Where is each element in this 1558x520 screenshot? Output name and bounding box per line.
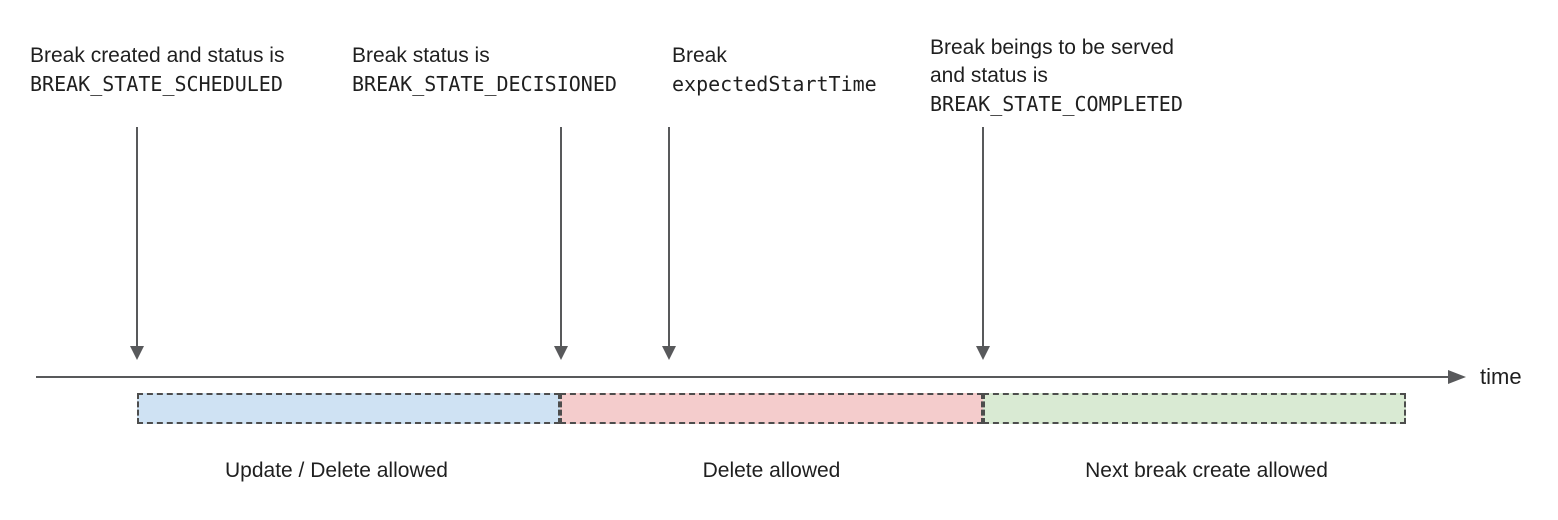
down-arrow-icon [662,127,676,360]
arrowhead-icon [130,346,144,360]
segment-next-break-create-allowed [983,393,1406,424]
annotation-line: Break created and status is [30,44,285,67]
annotation-line: Break status is [352,44,490,67]
annotation-state-code: BREAK_STATE_DECISIONED [352,72,617,96]
down-arrow-icon [976,127,990,360]
annotation-line: Break [672,44,727,67]
annotation-break-decisioned: Break status is BREAK_STATE_DECISIONED [352,42,617,98]
segment-delete-allowed [560,393,983,424]
down-arrow-icon [130,127,144,360]
annotation-line: and status is [930,64,1048,87]
time-axis-label: time [1480,364,1522,389]
arrowhead-icon [662,346,676,360]
annotation-line: Break beings to be served [930,36,1174,59]
annotation-field-code: expectedStartTime [672,72,877,96]
arrowhead-icon [554,346,568,360]
annotation-expected-start-time: Break expectedStartTime [672,42,877,98]
segment-label: Delete allowed [702,459,841,482]
time-axis-line [36,376,1448,378]
arrowhead-icon [976,346,990,360]
segment-update-delete-allowed [137,393,560,424]
annotation-state-code: BREAK_STATE_SCHEDULED [30,72,283,96]
annotation-state-code: BREAK_STATE_COMPLETED [930,92,1183,116]
down-arrow-icon [554,127,568,360]
annotation-break-completed: Break beings to be served and status is … [930,34,1183,118]
segment-label: Update / Delete allowed [225,459,448,482]
annotation-break-scheduled: Break created and status is BREAK_STATE_… [30,42,284,98]
segment-label: Next break create allowed [1085,459,1328,482]
time-axis-arrowhead-icon [1448,370,1466,384]
